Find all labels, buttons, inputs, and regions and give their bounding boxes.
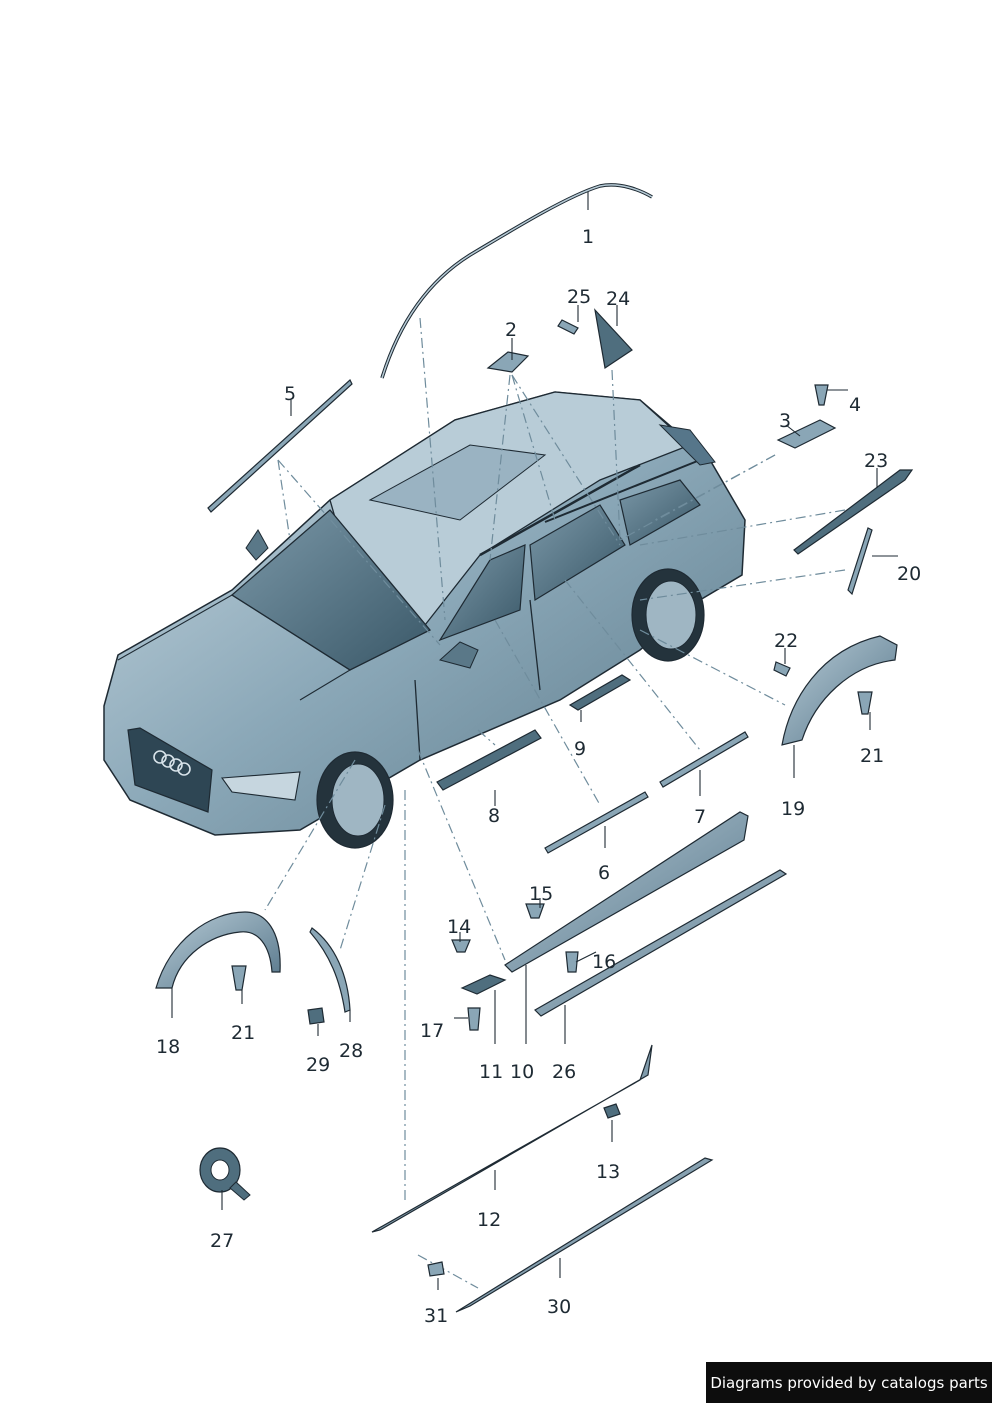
car-body-illustration: [103, 391, 746, 849]
part-31-clip: [427, 1261, 445, 1277]
label-30: 30: [547, 1296, 571, 1318]
part-11-bracket: [460, 974, 507, 995]
label-7: 7: [694, 806, 706, 828]
label-13: 13: [596, 1161, 620, 1183]
part-24-triangle-trim: [594, 308, 633, 370]
label-23: 23: [864, 450, 888, 472]
part-28-blade: [309, 927, 351, 1013]
label-24: 24: [606, 288, 630, 310]
part-26-rocker-strip: [534, 869, 788, 1017]
part-9-sill-plate: [568, 674, 632, 711]
credit-banner: Diagrams provided by catalogs parts: [706, 1362, 992, 1403]
label-12: 12: [477, 1209, 501, 1231]
part-12-lower-sill: [371, 1044, 653, 1233]
label-14: 14: [447, 916, 471, 938]
part-14-clip: [451, 939, 471, 953]
part-25-screw: [557, 319, 579, 335]
part-21-clip-left: [231, 965, 247, 991]
part-15-clip: [525, 903, 545, 919]
part-4-pin: [814, 384, 829, 406]
part-3-bracket: [776, 419, 837, 449]
part-16-screw: [565, 951, 579, 973]
leader-lines: [171, 192, 898, 1290]
part-19-rear-arch: [781, 635, 898, 746]
part-23-rear-strip: [793, 469, 914, 555]
label-31: 31: [424, 1305, 448, 1327]
part-7-door-strip: [659, 731, 749, 788]
label-10: 10: [510, 1061, 534, 1083]
label-26: 26: [552, 1061, 576, 1083]
part-10-side-sill: [504, 811, 749, 973]
part-29-grommet: [307, 1007, 325, 1025]
part-number-labels: 1 2 3 4 5 6 7 8 9 10 11 12 13 14 15 16 1…: [156, 226, 921, 1327]
label-6: 6: [598, 862, 610, 884]
label-21-left: 21: [231, 1022, 255, 1044]
part-18-front-arch: [155, 911, 281, 989]
label-8: 8: [488, 805, 500, 827]
label-11: 11: [479, 1061, 503, 1083]
part-8-sill-plate: [436, 729, 542, 791]
part-13-nut: [603, 1103, 621, 1119]
part-2-clip: [486, 351, 530, 373]
label-19: 19: [781, 798, 805, 820]
assembly-lines: [264, 317, 846, 1289]
label-9: 9: [574, 738, 586, 760]
label-1: 1: [582, 226, 594, 248]
part-17-screw: [467, 1007, 481, 1031]
label-16: 16: [592, 951, 616, 973]
audi-rings: [153, 750, 191, 776]
label-27: 27: [210, 1230, 234, 1252]
label-29: 29: [306, 1054, 330, 1076]
part-30-rocker-molding: [455, 1157, 714, 1313]
label-21-right: 21: [860, 745, 884, 767]
label-17: 17: [420, 1020, 444, 1042]
label-18: 18: [156, 1036, 180, 1058]
part-21-clip-right: [857, 691, 873, 715]
label-22: 22: [774, 630, 798, 652]
label-2: 2: [505, 319, 517, 341]
part-20-blade: [847, 527, 873, 596]
part-6-door-strip: [544, 791, 649, 854]
label-4: 4: [849, 394, 861, 416]
label-28: 28: [339, 1040, 363, 1062]
part-22-screw: [773, 661, 791, 677]
label-25: 25: [567, 286, 591, 308]
label-5: 5: [284, 383, 296, 405]
label-3: 3: [779, 410, 791, 432]
part-5-windshield-strip: [207, 379, 353, 513]
part-27-tape-roll: [199, 1147, 251, 1201]
label-15: 15: [529, 883, 553, 905]
label-20: 20: [897, 563, 921, 585]
